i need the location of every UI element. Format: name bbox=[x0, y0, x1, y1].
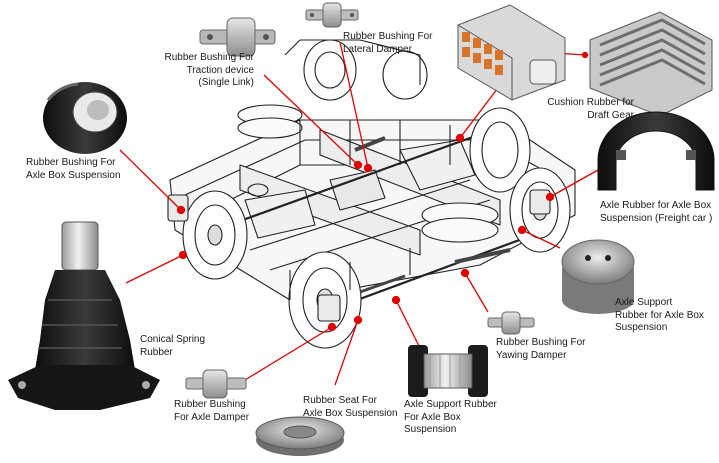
conical-spring-icon bbox=[8, 221, 160, 410]
axlebox-bushing-icon bbox=[43, 82, 127, 154]
label-yawing-bushing: Rubber Bushing For Yawing Damper bbox=[496, 337, 586, 361]
label-cushion-rubber: Cushion Rubber for Draft Gear bbox=[547, 97, 634, 121]
axle-support-roller-icon bbox=[408, 345, 488, 397]
freight-axle-rubber-icon bbox=[597, 111, 715, 191]
label-rubber-seat: Rubber Seat For Axle Box Suspension bbox=[303, 395, 398, 419]
label-lateral-bushing: Rubber Bushing For Lateral Damper bbox=[343, 31, 433, 55]
lateral-bushing-icon bbox=[305, 2, 359, 28]
label-axle-support-bottom: Axle Support Rubber For Axle Box Suspens… bbox=[404, 399, 497, 435]
traction-bushing-icon bbox=[199, 17, 276, 57]
label-traction-bushing: Rubber Bushing For Traction device (Sing… bbox=[164, 52, 255, 88]
cushion-rubber-icon bbox=[589, 11, 713, 117]
leader-lines bbox=[119, 41, 599, 386]
label-conical-spring: Conical Spring Rubber bbox=[140, 334, 206, 358]
bogie-frame-illustration bbox=[167, 39, 576, 349]
label-freight-axle-rubber: Axle Rubber for Axle Box Suspension (Fre… bbox=[600, 200, 713, 224]
label-axle-support-right: Axle Support Rubber for Axle Box Suspens… bbox=[615, 297, 704, 333]
axle-damper-bushing-icon bbox=[185, 369, 247, 399]
label-axle-damper-bushing: Rubber Bushing For Axle Damper bbox=[174, 399, 250, 423]
label-axlebox-bushing: Rubber Bushing For Axle Box Suspension bbox=[26, 157, 121, 181]
draft-gear-cushion-icon bbox=[457, 4, 566, 101]
rubber-seat-icon bbox=[255, 416, 345, 456]
yaw-bushing-icon bbox=[487, 311, 535, 335]
axle-support-rubber-icon bbox=[561, 239, 635, 314]
